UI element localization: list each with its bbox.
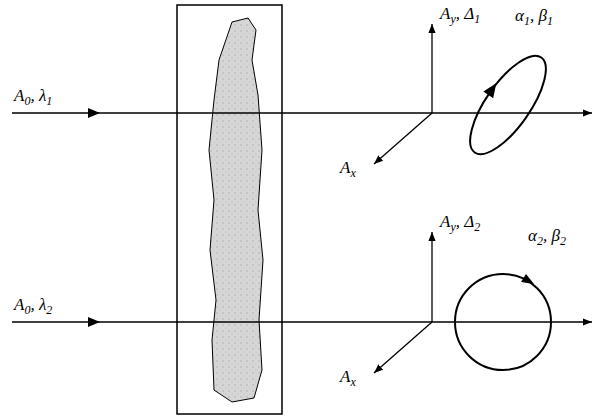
subscript-label: x — [350, 375, 355, 389]
symbol-label: α — [528, 226, 537, 245]
x-axis — [374, 322, 432, 373]
polarization-ellipse — [452, 41, 559, 165]
symbol-label: A — [14, 86, 24, 105]
subscript-label: 2 — [46, 303, 52, 317]
subscript-label: y — [450, 220, 455, 234]
symbol-label: A — [340, 367, 350, 386]
symbol-label: A — [440, 4, 450, 23]
symbol-label: A — [340, 158, 350, 177]
sample-blob — [209, 18, 263, 402]
subscript-label: 1 — [524, 14, 530, 28]
y-axis — [431, 24, 432, 113]
subscript-label: 1 — [474, 12, 480, 26]
subscript-label: 2 — [560, 234, 566, 248]
label-group: α2, β2 — [528, 226, 566, 246]
y-axis — [431, 232, 432, 322]
symbol-label: A — [14, 295, 24, 314]
subscript-label: 0 — [24, 94, 30, 108]
symbol-label: , β — [530, 6, 547, 25]
symbol-label: , Δ — [456, 212, 474, 231]
symbol-label: , Δ — [456, 4, 474, 23]
label-group: Ax — [340, 367, 356, 387]
label-group: A0, λ1 — [14, 86, 52, 106]
symbol-label: , λ — [30, 295, 46, 314]
label-group: Ay, Δ2 — [440, 212, 480, 232]
subscript-label: 2 — [474, 220, 480, 234]
circle-arrow — [521, 274, 534, 284]
beam-arrow — [88, 108, 100, 118]
symbol-label: A — [440, 212, 450, 231]
subscript-label: y — [450, 12, 455, 26]
subscript-label: 1 — [46, 94, 52, 108]
symbol-label: , λ — [30, 86, 46, 105]
subscript-label: 1 — [547, 14, 553, 28]
subscript-label: 2 — [537, 234, 543, 248]
label-group: A0, λ2 — [14, 295, 52, 315]
symbol-label: , β — [543, 226, 560, 245]
x-axis — [374, 113, 432, 164]
label-group: Ax — [340, 158, 356, 178]
polarization-circle — [455, 274, 551, 370]
label-group: α1, β1 — [515, 6, 553, 26]
symbol-label: α — [515, 6, 524, 25]
label-group: Ay, Δ1 — [440, 4, 480, 24]
subscript-label: x — [350, 166, 355, 180]
beam-arrow — [88, 317, 100, 327]
sample-frame — [177, 5, 282, 414]
subscript-label: 0 — [24, 303, 30, 317]
